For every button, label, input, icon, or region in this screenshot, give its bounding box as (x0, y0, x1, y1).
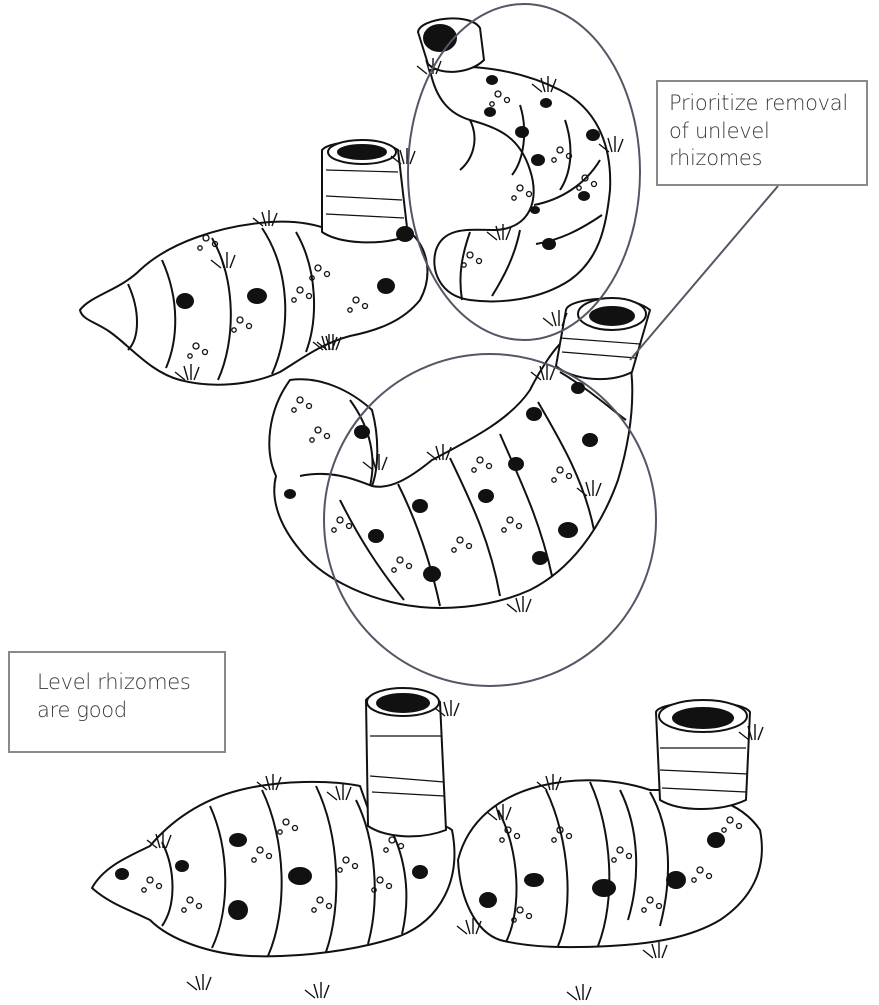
callout-prioritize-line-2: of unlevel (669, 118, 858, 146)
level-rhizome-right (457, 700, 763, 1000)
callout-prioritize-line-3: rhizomes (669, 145, 858, 173)
callout-level-line-2: are good (37, 697, 216, 725)
callout-level-rhizomes: Level rhizomes are good (8, 651, 226, 753)
callout-level-line-1: Level rhizomes (37, 669, 216, 697)
callout-prioritize-line-1: Prioritize removal (669, 90, 858, 118)
leader-line (630, 186, 778, 360)
unlevel-rhizome-upper-left (80, 140, 427, 385)
unlevel-rhizome-upper-right (417, 18, 623, 301)
callout-prioritize-removal: Prioritize removal of unlevel rhizomes (656, 80, 868, 186)
